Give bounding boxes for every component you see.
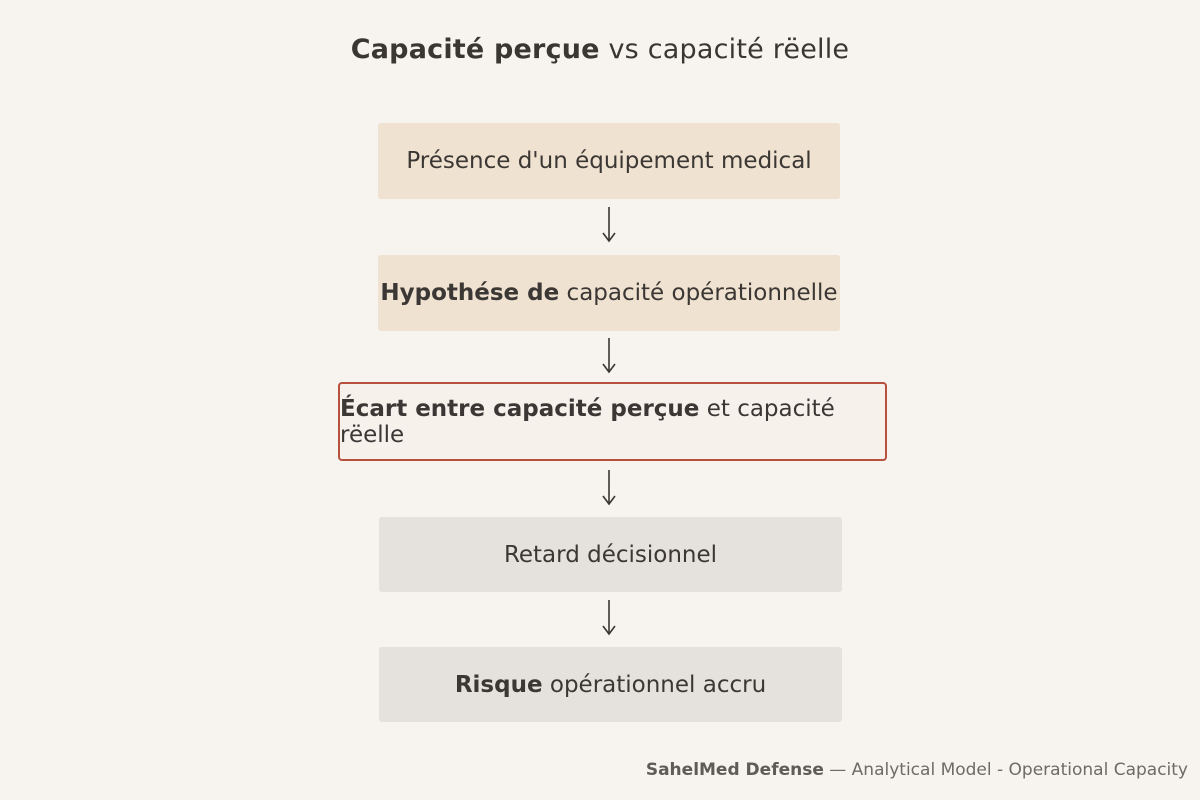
step-3-text: et capacité rëelle (340, 395, 835, 448)
arrow-down-icon (599, 598, 619, 638)
step-5-text: opérationnel accru (542, 671, 767, 698)
arrow-down-icon (599, 205, 619, 245)
step-5-bold: Risque (454, 671, 543, 698)
arrow-down-icon (599, 336, 619, 376)
step-box-operational-risk: Risque opérationnel accru (379, 647, 842, 722)
diagram-title: Capacité perçue vs capacité rëelle (0, 34, 1200, 65)
arrow-down-icon (599, 468, 619, 508)
title-bold: Capacité perçue (350, 34, 600, 65)
footer-credit: SahelMed Defense — Analytical Model - Op… (646, 760, 1188, 780)
step-2-bold: Hypothése de (380, 280, 560, 306)
step-box-capacity-gap: Écart entre capacité perçue et capacité … (338, 382, 887, 461)
footer-brand: SahelMed Defense (645, 760, 824, 780)
title-rest: vs capacité rëelle (599, 34, 850, 65)
step-4-text: Retard décisionnel (503, 541, 718, 568)
step-box-capacity-hypothesis: Hypothése de capacité opérationnelle (378, 255, 840, 331)
step-box-decision-delay: Retard décisionnel (379, 517, 842, 592)
step-3-bold: Écart entre capacité perçue (340, 395, 700, 422)
step-1-text: Présence d'un équipement medical (406, 148, 812, 174)
step-box-equipment-presence: Présence d'un équipement medical (378, 123, 840, 199)
step-2-text: capacité opérationnelle (559, 280, 838, 306)
footer-caption: — Analytical Model - Operational Capacit… (823, 760, 1188, 780)
